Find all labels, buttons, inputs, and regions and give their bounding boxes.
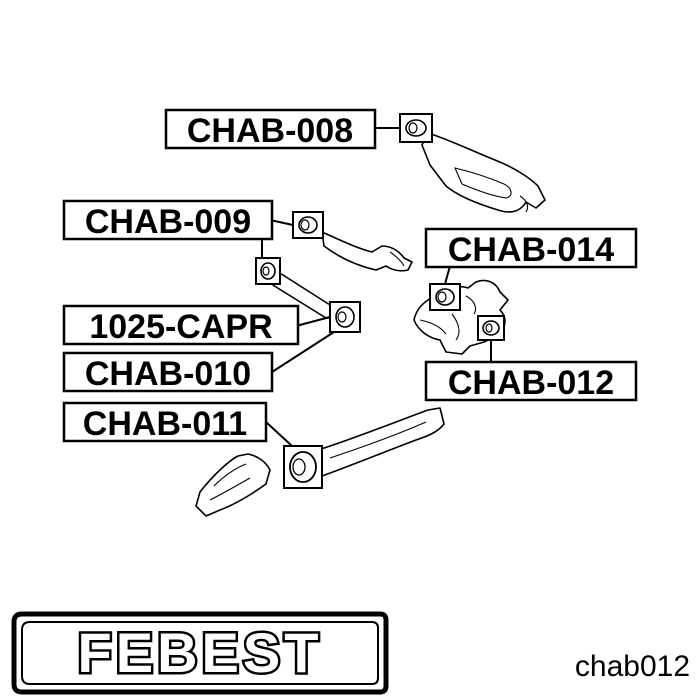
label-chab-011-text: CHAB-011 (83, 405, 247, 443)
febest-logo-text: FEBEST (78, 621, 323, 684)
part-code: chab012 (575, 650, 690, 683)
bushing-chab-009 (292, 211, 324, 239)
label-chab-011: CHAB-011 (62, 401, 268, 443)
bushing-1025-capr (255, 257, 281, 285)
label-chab-009-text: CHAB-009 (85, 203, 251, 241)
label-chab-010: CHAB-010 (62, 351, 274, 393)
upper-arm-drawing (421, 132, 546, 213)
label-chab-014: CHAB-014 (424, 227, 638, 269)
label-chab-012: CHAB-012 (424, 360, 638, 402)
bushing-chab-008 (399, 113, 433, 143)
lateral-link-drawing (321, 231, 413, 272)
bushing-chab-011 (283, 445, 323, 489)
label-chab-012-text: CHAB-012 (448, 364, 614, 402)
label-chab-008: CHAB-008 (164, 108, 377, 150)
label-chab-009: CHAB-009 (62, 199, 274, 241)
leader-lines (261, 127, 492, 447)
label-chab-008-text: CHAB-008 (187, 112, 353, 150)
label-1025-capr: 1025-CAPR (62, 304, 300, 346)
label-chab-014-text: CHAB-014 (448, 231, 614, 269)
bushing-chab-010 (329, 301, 361, 333)
febest-logo: FEBEST (11, 611, 389, 695)
bushing-chab-012 (477, 315, 505, 341)
label-1025-capr-text: 1025-CAPR (89, 308, 272, 346)
bracket-drawing (195, 453, 271, 517)
trailing-arm-drawing (317, 407, 445, 477)
bushing-chab-014 (429, 283, 461, 311)
label-chab-010-text: CHAB-010 (85, 355, 251, 393)
